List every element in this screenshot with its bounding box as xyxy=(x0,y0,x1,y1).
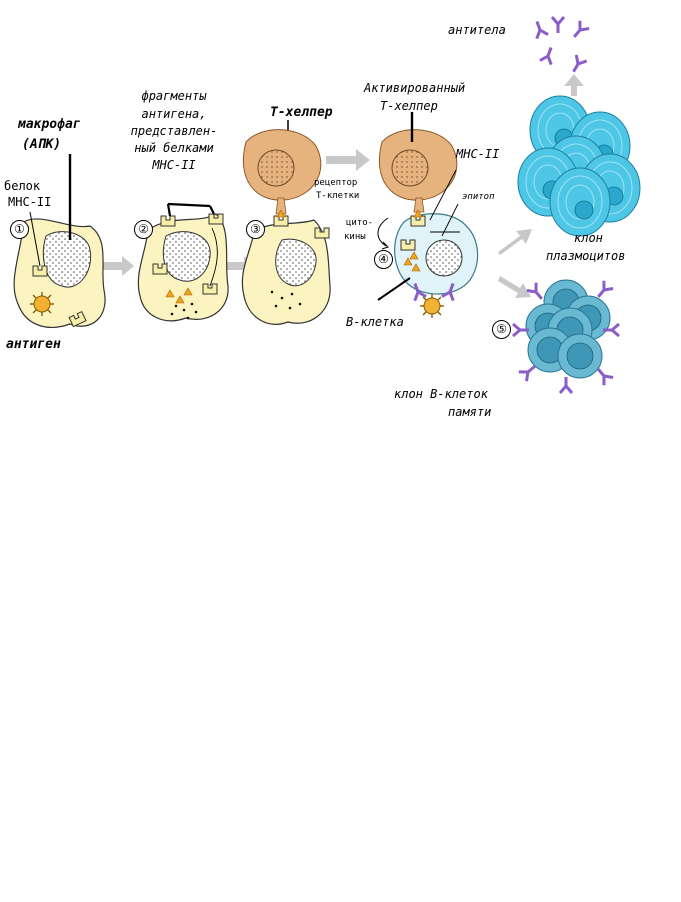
antigen-label: антиген xyxy=(6,337,61,352)
fragments-label-2: антигена, xyxy=(141,107,207,121)
mhc-ii-label: MHC-II xyxy=(456,147,500,161)
t-receptor-label-2: Т-клетки xyxy=(316,191,360,201)
step-3-marker: ③ xyxy=(246,220,265,239)
antibodies-label: антитела xyxy=(448,23,506,37)
activated-t-helper-label-2: Т-хелпер xyxy=(380,99,438,113)
plasma-clone-label-1: клон xyxy=(574,231,603,245)
fragments-label-3: представлен- xyxy=(130,124,218,138)
b-cell-label: В-клетка xyxy=(346,315,404,329)
process-arrows xyxy=(102,74,584,298)
memory-clone-label-1: клон В-клеток xyxy=(394,387,488,401)
antibody-icon xyxy=(568,19,591,43)
antibody-icon xyxy=(529,17,550,41)
fragments-label-1: фрагменты xyxy=(141,89,207,103)
mhc-protein-icon xyxy=(160,215,176,227)
antigen-icon xyxy=(419,293,445,319)
arrow-to-memory xyxy=(498,276,531,298)
memory-clone-label-2: памяти xyxy=(448,405,492,419)
t-helper-binding-cell xyxy=(241,120,331,325)
macrophage-nucleus xyxy=(42,231,92,288)
t-receptor-label-1: рецептор xyxy=(314,178,358,188)
antibody-icon xyxy=(525,281,548,305)
antibody-icon xyxy=(550,15,566,35)
macrophage-cell xyxy=(13,154,106,328)
mhc-protein-label-2: MHC-II xyxy=(8,195,52,209)
plasma-clone-label-2: плазмоцитов xyxy=(546,249,626,263)
antibody-icon xyxy=(538,43,559,67)
step-4-marker: ④ xyxy=(374,250,393,269)
activated-t-helper-label-1: Активированный xyxy=(364,81,466,95)
step-1-marker: ① xyxy=(10,220,29,239)
step-2-marker: ② xyxy=(134,220,153,239)
processing-macrophage-cell xyxy=(137,202,229,322)
plasma-cell-clone xyxy=(517,95,641,237)
cytokines-label-1: цито- xyxy=(346,218,374,228)
t-helper-label: Т-хелпер xyxy=(270,105,333,120)
step-5-marker: ⑤ xyxy=(492,320,511,339)
apc-label: (АПК) xyxy=(22,137,62,152)
antigen-icon xyxy=(29,291,55,317)
mhc-pointer-line xyxy=(29,211,41,267)
antibody-icon xyxy=(558,375,574,395)
arrow-to-plasma xyxy=(498,229,532,255)
fragments-label-4: ный белками xyxy=(134,141,214,155)
fragment-dots xyxy=(170,302,198,320)
epitope-label: эпитоп xyxy=(462,192,495,202)
arrow-1-2 xyxy=(102,256,134,276)
mhc-protein-label-1: белок xyxy=(4,179,41,193)
mhc-protein-icon xyxy=(314,227,330,239)
macrophage-label: макрофаг xyxy=(18,117,81,132)
antibodies-cluster xyxy=(529,15,591,77)
t-cell-receptor-icon xyxy=(273,215,289,227)
arrow-to-antibodies xyxy=(564,74,584,96)
fragments-label-5: MHC-II xyxy=(152,158,196,172)
fragments-pointer xyxy=(167,202,211,208)
cytokines-label-2: кины xyxy=(344,232,366,242)
antibody-icon xyxy=(566,53,589,77)
processing-nucleus xyxy=(162,231,211,282)
activated-t-helper-group xyxy=(377,112,479,319)
arrow-3-4 xyxy=(326,149,370,171)
